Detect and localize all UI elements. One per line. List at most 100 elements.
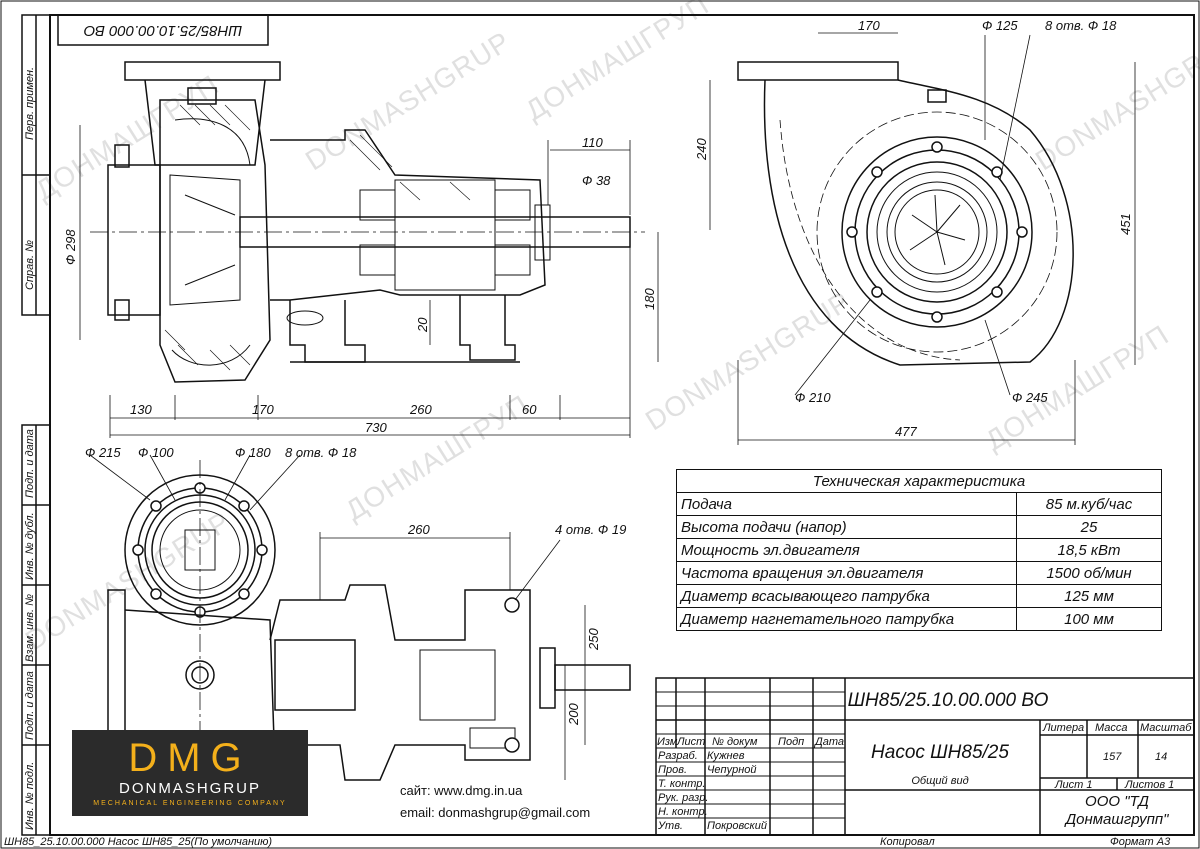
role-label: Утв. [657, 820, 683, 832]
dim-d215: Ф 215 [85, 445, 121, 460]
top-dims: Ф 215 Ф 100 Ф 180 8 отв. Ф 18 260 4 отв.… [85, 445, 626, 726]
role-name: Кужнев [707, 750, 745, 762]
product-name: Насос ШН85/25 [871, 742, 1009, 763]
email-link[interactable]: email: donmashgrup@gmail.com [400, 805, 591, 820]
role-label: Н. контр. [658, 806, 708, 818]
massa-value: 157 [1103, 751, 1122, 763]
dim-side-170: 170 [858, 18, 880, 33]
dmg-logo: DMG DONMASHGRUP MECHANICAL ENGINEERING C… [72, 730, 308, 816]
stamp-box [57, 14, 269, 46]
format: Формат А3 [1110, 836, 1171, 848]
dim-200: 200 [566, 703, 581, 726]
dim-d100: Ф 100 [138, 445, 174, 460]
side-label: Инв. № подл. [24, 762, 36, 830]
spec-name: Диаметр нагнетательного патрубка [676, 607, 1017, 631]
col-list: Лист [676, 736, 705, 748]
role-label: Пров. [658, 764, 687, 776]
dim-180: 180 [642, 288, 657, 310]
dim-130: 130 [130, 402, 152, 417]
col-podp: Подп [778, 736, 804, 748]
stamp-text: ШН85/25.10.00.000 ВО [83, 22, 242, 39]
view-type: Общий вид [911, 775, 968, 787]
spec-name: Подача [676, 492, 1017, 516]
dim-250: 250 [586, 628, 601, 651]
dim-451: 451 [1118, 213, 1133, 235]
sheet-number: Лист 1 [1054, 779, 1093, 791]
spec-value: 125 мм [1016, 584, 1162, 608]
dim-110: 110 [582, 135, 603, 150]
sheets-total: Листов 1 [1124, 779, 1174, 791]
top-view [89, 454, 631, 800]
dim-holes4: 4 отв. Ф 19 [555, 522, 626, 537]
logo-sub: MECHANICAL ENGINEERING COMPANY [93, 800, 287, 807]
logo-word: DMG [128, 736, 252, 780]
inner-frame [49, 14, 1195, 836]
site-link[interactable]: сайт: www.dmg.in.ua [400, 783, 523, 798]
dim-d245: Ф 245 [1012, 390, 1048, 405]
dim-d210: Ф 210 [795, 390, 831, 405]
side-label: Справ. № [24, 240, 36, 290]
col-data: Дата [813, 736, 844, 748]
title-block [655, 677, 1195, 836]
side-label: Подп. и дата [24, 671, 36, 740]
spec-name: Частота вращения эл.двигателя [676, 561, 1017, 585]
role-label: Разраб. [658, 750, 698, 762]
dim-60: 60 [522, 402, 537, 417]
front-dims: Ф 298 110 Ф 38 180 20 130 170 260 60 730 [63, 135, 657, 435]
designation: ШН85/25.10.00.000 ВО [848, 690, 1049, 711]
dim-d298: Ф 298 [63, 229, 78, 265]
dim-260: 260 [409, 402, 432, 417]
spec-value: 85 м.куб/час [1016, 492, 1162, 516]
dim-170: 170 [252, 402, 274, 417]
dim-top-holes: 8 отв. Ф 18 [285, 445, 357, 460]
role-name: Покровский [707, 820, 767, 832]
massa-label: Масса [1095, 722, 1128, 734]
dim-730: 730 [365, 420, 387, 435]
spec-value: 18,5 кВт [1016, 538, 1162, 562]
spec-value: 1500 об/мин [1016, 561, 1162, 585]
spec-value: 100 мм [1016, 607, 1162, 631]
spec-name: Мощность эл.двигателя [676, 538, 1017, 562]
company-line1: ООО "ТД [1085, 793, 1149, 810]
role-label: Рук. разр. [658, 792, 708, 804]
title-block-text: ШН85/25.10.00.000 ВО Насос ШН85/25 Общий… [4, 690, 1192, 848]
masshtab-label: Масштаб [1140, 722, 1192, 734]
side-label: Перв. примен. [24, 67, 36, 140]
dim-477: 477 [895, 424, 917, 439]
dim-side-holes: 8 отв. Ф 18 [1045, 18, 1117, 33]
spec-value: 25 [1016, 515, 1162, 539]
dim-d180: Ф 180 [235, 445, 271, 460]
litera-label: Литера [1042, 722, 1084, 734]
role-name: Чепурной [707, 764, 756, 776]
side-label: Подп. и дата [24, 429, 36, 498]
front-view [79, 61, 659, 438]
side-strip [21, 14, 51, 836]
col-docnum: № докум [712, 736, 758, 748]
side-label: Инв. № дубл. [24, 512, 36, 580]
footer-filename: ШН85_25.10.00.000 Насос ШН85_25(По умолч… [4, 836, 272, 848]
side-label: Взам. инв. № [24, 594, 36, 662]
spec-title: Техническая характеристика [676, 469, 1162, 493]
dim-20: 20 [415, 317, 430, 333]
masshtab-value: 14 [1155, 751, 1167, 763]
col-izm: Изм [657, 736, 678, 748]
spec-name: Диаметр всасывающего патрубка [676, 584, 1017, 608]
side-view [709, 32, 1136, 445]
company-line2: Донмашгрупп" [1064, 811, 1169, 828]
side-dims: 170 Ф 125 8 отв. Ф 18 240 451 Ф 210 Ф 24… [694, 18, 1133, 439]
role-label: Т. контр. [658, 778, 705, 790]
dim-d125: Ф 125 [982, 18, 1018, 33]
dim-d38: Ф 38 [582, 173, 611, 188]
dim-top-260: 260 [407, 522, 430, 537]
kopiroval: Копировал [880, 836, 935, 848]
spec-name: Высота подачи (напор) [676, 515, 1017, 539]
